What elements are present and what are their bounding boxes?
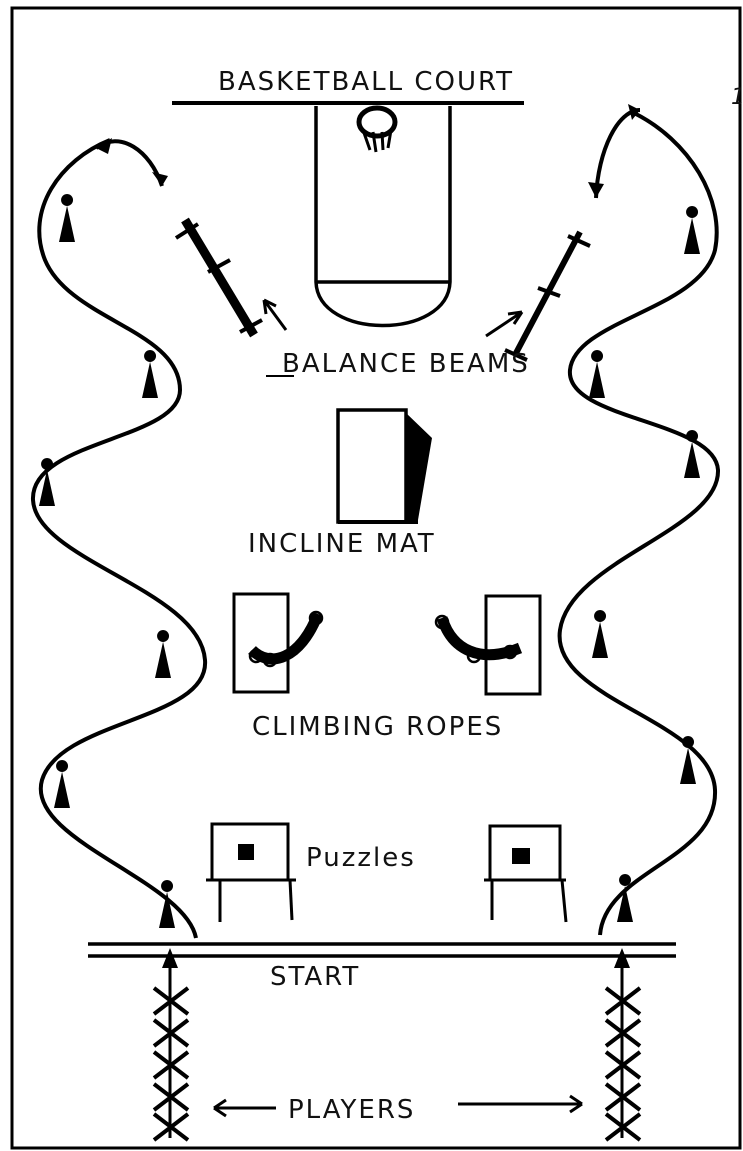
cone-marker-icon	[59, 194, 75, 242]
cone-marker-icon	[684, 206, 700, 254]
cone-marker-icon	[592, 610, 608, 658]
balance-beams-label: BALANCE BEAMS	[282, 349, 530, 379]
balance-beam-arrow-right-icon	[486, 312, 522, 336]
cone-marker-icon	[680, 736, 696, 784]
basketball-court-label: BASKETBALL COURT	[218, 67, 514, 97]
players-arrow-left-icon	[214, 1100, 276, 1116]
incline-mat-label: INCLINE MAT	[248, 529, 436, 559]
players-label: PLAYERS	[288, 1095, 415, 1125]
puzzle-easel-right	[484, 826, 566, 922]
balance-beam-right	[505, 232, 590, 360]
cone-markers	[39, 194, 700, 928]
cone-marker-icon	[589, 350, 605, 398]
climbing-ropes-label: CLIMBING ROPES	[252, 712, 503, 742]
cone-marker-icon	[54, 760, 70, 808]
player-column-right	[606, 948, 640, 1140]
balance-beam-left	[176, 220, 262, 335]
page-number: 1	[731, 85, 743, 110]
puzzles-label: Puzzles	[306, 843, 416, 873]
cone-marker-icon	[142, 350, 158, 398]
cone-marker-icon	[684, 430, 700, 478]
climbing-rope-left	[234, 594, 322, 692]
balance-beam-arrow-left-icon	[264, 300, 286, 330]
basketball-hoop-icon	[359, 108, 395, 152]
puzzle-easel-left	[206, 824, 296, 922]
climbing-rope-right	[436, 596, 540, 694]
cone-marker-icon	[39, 458, 55, 506]
player-column-left	[154, 948, 188, 1140]
cone-marker-icon	[155, 630, 171, 678]
players-arrow-right-icon	[458, 1096, 582, 1112]
winding-path-left	[33, 140, 205, 938]
start-label: START	[270, 962, 360, 992]
incline-mat	[338, 410, 432, 522]
